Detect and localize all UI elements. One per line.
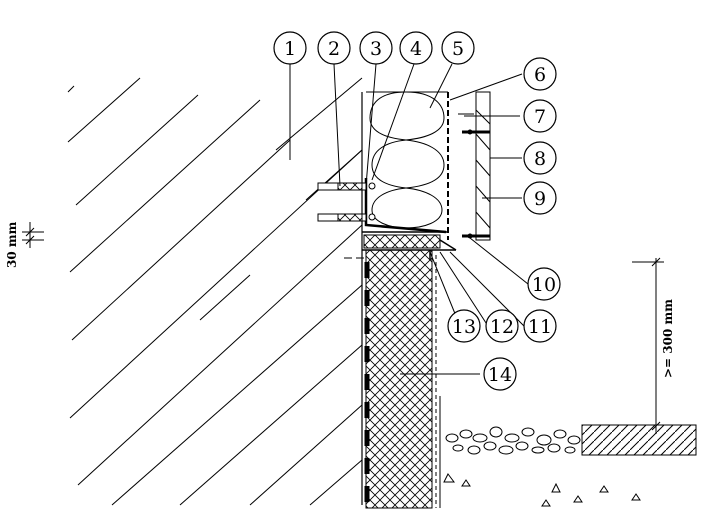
svg-text:12: 12 [490, 316, 514, 338]
callout-9: 9 [523, 181, 557, 215]
plinth-seal-strip [363, 234, 441, 249]
svg-text:2: 2 [328, 38, 340, 60]
callout-2: 2 [317, 31, 351, 65]
callout-8: 8 [523, 141, 557, 175]
pavement-slab [581, 424, 697, 456]
plinth-insulation [365, 249, 433, 509]
svg-text:6: 6 [534, 64, 546, 86]
leader-lines [289, 63, 529, 375]
svg-text:1: 1 [284, 38, 296, 60]
wall-anchors [317, 182, 376, 222]
callout-13: 13 [447, 309, 481, 343]
callout-11: 11 [523, 309, 557, 343]
mineral-wool-insulation [366, 91, 448, 229]
svg-text:14: 14 [488, 364, 512, 386]
callout-5: 5 [441, 31, 475, 65]
svg-text:8: 8 [534, 148, 546, 170]
svg-text:10: 10 [532, 274, 556, 296]
ground-fill [443, 473, 641, 507]
callout-1: 1 [273, 31, 307, 65]
callout-3: 3 [359, 31, 393, 65]
gravel-strip [445, 426, 581, 455]
waterproofing-layer [364, 255, 441, 508]
svg-text:11: 11 [528, 316, 552, 338]
callout-7: 7 [523, 99, 557, 133]
svg-text:5: 5 [452, 38, 464, 60]
cladding-assembly [458, 91, 491, 241]
l-bracket [364, 178, 447, 234]
callout-4: 4 [399, 31, 433, 65]
fasteners [462, 129, 490, 239]
svg-text:13: 13 [452, 316, 476, 338]
dimension-depth [632, 257, 664, 434]
callout-12: 12 [485, 309, 519, 343]
callout-10: 10 [527, 267, 561, 301]
callout-14: 14 [483, 357, 517, 391]
svg-text:9: 9 [534, 188, 546, 210]
dimension-depth-label: >= 300 mm [661, 299, 675, 378]
wall-hatching [67, 77, 363, 506]
svg-text:7: 7 [534, 106, 546, 128]
svg-text:3: 3 [370, 38, 382, 60]
svg-text:4: 4 [410, 38, 422, 60]
dimension-gap-label: 30 mm [5, 221, 19, 268]
dimension-gap [22, 222, 44, 248]
callout-6: 6 [523, 57, 557, 91]
